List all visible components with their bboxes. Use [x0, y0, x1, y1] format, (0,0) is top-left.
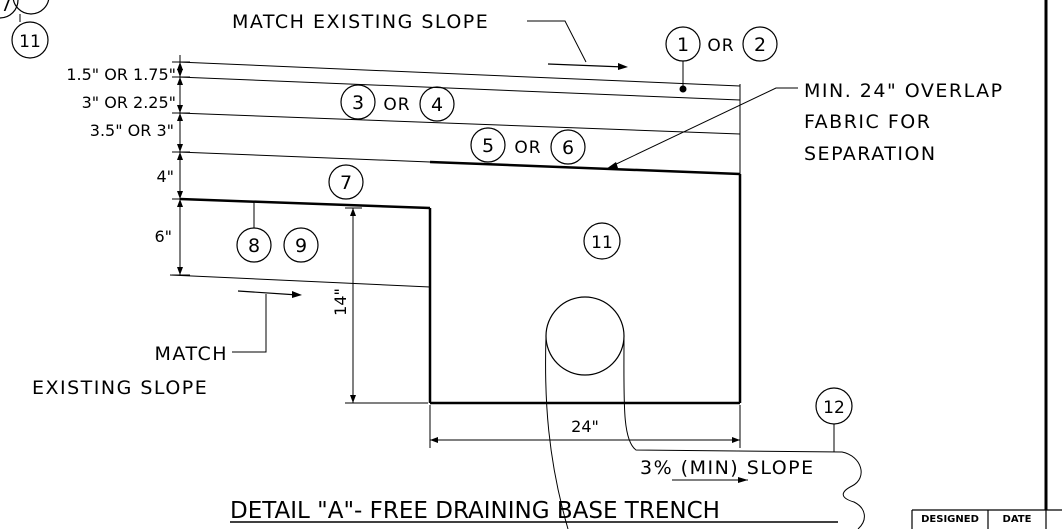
subgrade-line	[169, 274, 431, 288]
slope-note: 3% (MIN) SLOPE	[640, 457, 815, 479]
match-slope-note-bottom-2: EXISTING SLOPE	[32, 377, 208, 399]
fabric-line	[429, 160, 741, 176]
title-block-date: DATE	[1003, 514, 1032, 525]
trench-outline	[179, 160, 742, 405]
dim-layer-2: 3" OR 2.25"	[82, 93, 176, 112]
title-block	[911, 509, 1062, 529]
callout-or-3: OR	[514, 138, 541, 158]
layer-line-3	[177, 151, 431, 163]
callout-bubbles	[11, 21, 853, 425]
callout-2: 2	[754, 34, 766, 56]
callout-8: 8	[248, 235, 260, 257]
underdrain-pipe	[545, 296, 625, 376]
dim-layer-4: 4"	[156, 167, 174, 186]
trench-width-dimension	[429, 405, 741, 448]
trench-depth-dimension	[345, 207, 428, 404]
leader-match-slope-bottom	[232, 294, 267, 353]
overlap-note-2: FABRIC FOR	[804, 111, 931, 133]
dim-trench-width: 24"	[571, 417, 599, 436]
dimension-arrowheads	[177, 62, 183, 275]
dim-layer-5: 6"	[154, 227, 172, 246]
callout-or-1: OR	[707, 36, 734, 56]
dim-layer-3: 3.5" OR 3"	[90, 121, 174, 140]
base-top-line	[179, 197, 431, 210]
callout-or-2: OR	[383, 95, 410, 115]
callout-5: 5	[482, 135, 494, 157]
left-dimension-stack	[172, 55, 190, 276]
callout-6: 6	[562, 137, 574, 159]
dim-trench-depth: 14"	[331, 288, 350, 316]
overlap-note-3: SEPARATION	[804, 143, 937, 165]
overlap-note-1: MIN. 24" OVERLAP	[804, 80, 1004, 102]
callout-1-dot	[679, 85, 687, 93]
callout-7: 7	[340, 172, 352, 194]
layer-line-2	[177, 112, 741, 135]
match-slope-note-top: MATCH EXISTING SLOPE	[232, 11, 489, 33]
title-block-designed: DESIGNED	[921, 514, 979, 525]
outlet-pipe	[545, 335, 865, 529]
match-slope-note-bottom-1: MATCH	[155, 343, 228, 365]
pavement-layer-lines	[169, 61, 741, 288]
callout-12: 12	[823, 398, 845, 418]
callout-11: 11	[591, 233, 613, 253]
callout-9: 9	[295, 235, 307, 257]
surface-line	[177, 61, 741, 87]
edge-callout-11: 11	[19, 32, 41, 52]
leader-match-slope-top	[527, 20, 587, 63]
edge-callout-7: 7	[1, 0, 12, 16]
callout-4: 4	[431, 94, 443, 116]
layer-line-1	[177, 76, 741, 101]
leader-overlap	[609, 87, 798, 168]
callout-1: 1	[677, 34, 689, 56]
detail-title: DETAIL "A"- FREE DRAINING BASE TRENCH	[230, 498, 720, 524]
dim-layer-1: 1.5" OR 1.75"	[66, 65, 176, 84]
callout-3: 3	[352, 92, 364, 114]
